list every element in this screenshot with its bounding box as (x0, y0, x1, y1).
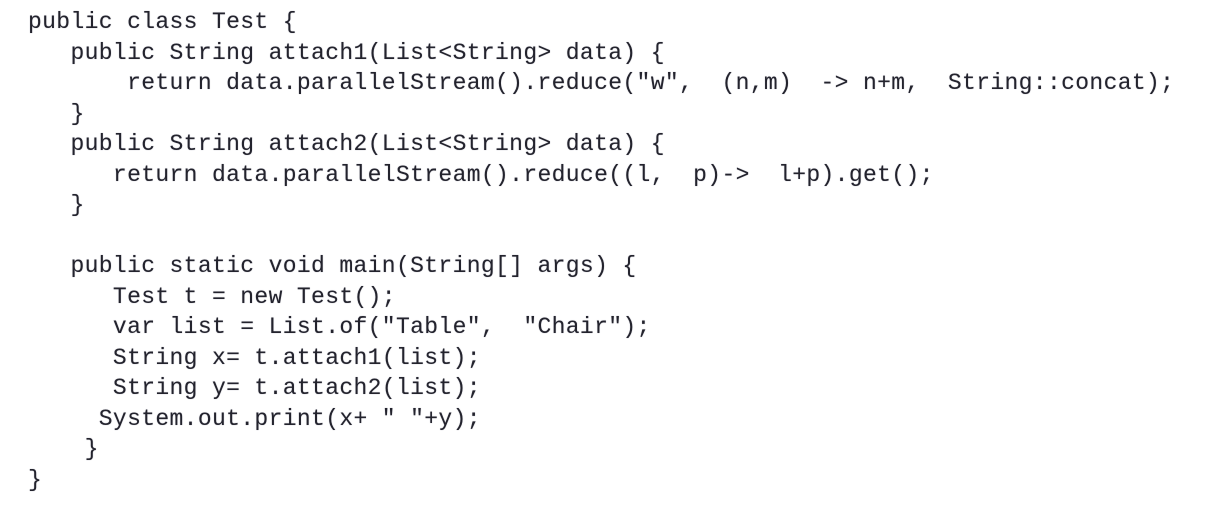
code-line: System.out.print(x+ " "+y); (28, 405, 481, 432)
code-line: return data.parallelStream().reduce((l, … (28, 161, 934, 188)
code-line: } (28, 100, 85, 127)
code-line: var list = List.of("Table", "Chair"); (28, 314, 651, 340)
code-line: String x= t.attach1(list); (28, 344, 481, 371)
code-line (28, 221, 1213, 252)
code-line: return data.parallelStream().reduce("w",… (28, 70, 1175, 96)
code-line: public class Test { (28, 9, 297, 35)
code-line: public static void main(String[] args) { (28, 253, 637, 279)
code-line: public String attach1(List<String> data)… (28, 39, 665, 66)
code-line: String y= t.attach2(list); (28, 375, 481, 401)
code-line: } (28, 466, 43, 493)
code-line: public String attach2(List<String> data)… (28, 131, 665, 157)
code-line: Test t = new Test(); (28, 283, 396, 310)
code-line: } (28, 192, 85, 218)
code-line: } (28, 436, 99, 462)
